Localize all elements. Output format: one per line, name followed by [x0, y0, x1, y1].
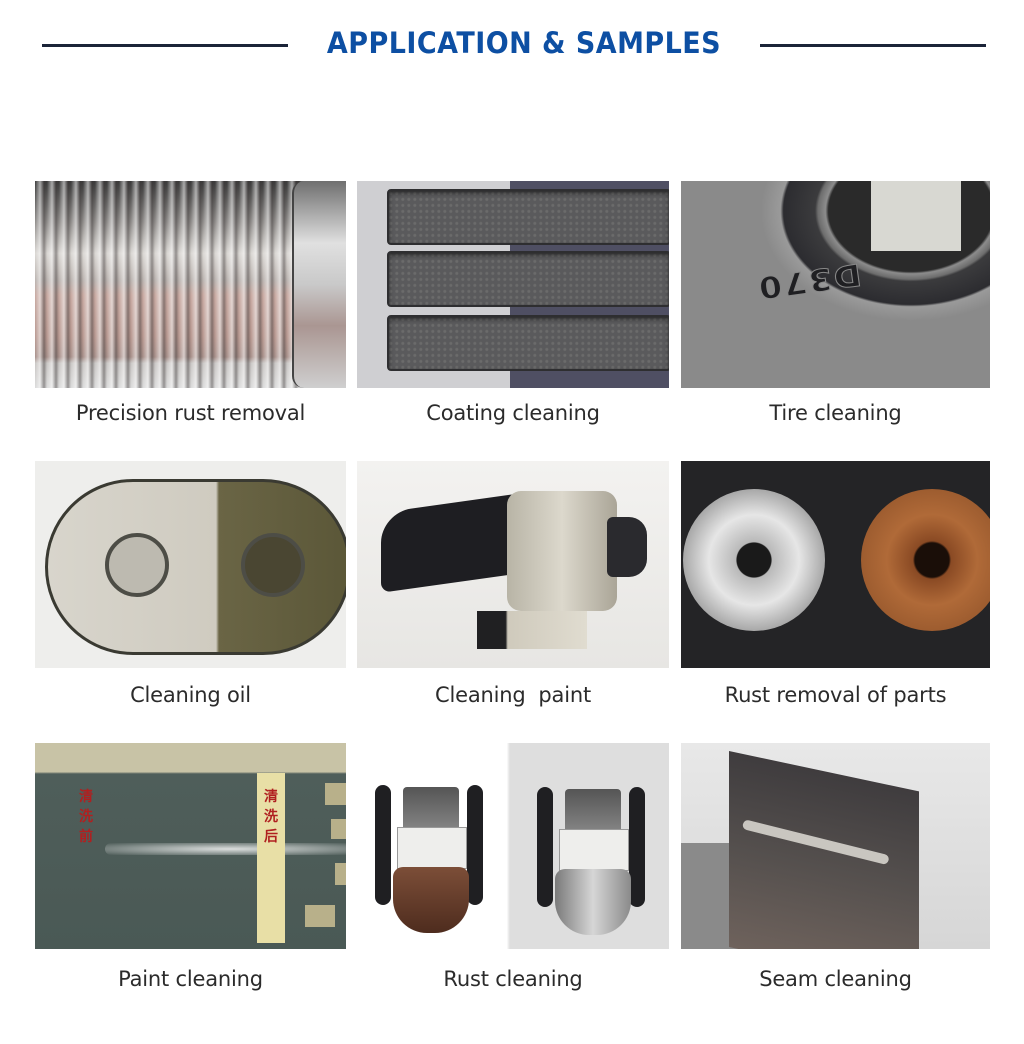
sample-card-precision-rust-removal: Precision rust removal [35, 181, 346, 441]
sample-photo [357, 743, 669, 949]
section-title: APPLICATION & SAMPLES [326, 26, 722, 60]
after-cleaning-label: 清洗后 [264, 789, 278, 845]
sample-card-tire-cleaning: D370 Tire cleaning [681, 181, 990, 441]
sample-card-paint-cleaning: 清洗前 清洗后 Paint cleaning [35, 743, 346, 1003]
sample-caption: Cleaning paint [435, 683, 591, 707]
sample-card-coating-cleaning: Coating cleaning [357, 181, 669, 441]
section-header: APPLICATION & SAMPLES [0, 22, 1024, 68]
sample-photo [681, 743, 990, 949]
sample-card-rust-cleaning: Rust cleaning [357, 743, 669, 1003]
sample-card-cleaning-oil: Cleaning oil [35, 461, 346, 721]
sample-caption: Precision rust removal [75, 401, 306, 425]
sample-photo: 清洗前 清洗后 [35, 743, 346, 949]
sample-caption: Tire cleaning [769, 401, 902, 425]
sample-caption: Rust removal of parts [724, 683, 947, 707]
sample-photo [35, 461, 346, 668]
sample-photo [35, 181, 346, 388]
sample-photo [357, 461, 669, 668]
before-cleaning-label: 清洗前 [79, 789, 93, 845]
sample-photo: D370 [681, 181, 990, 388]
sample-card-cleaning-paint: Cleaning paint [357, 461, 669, 721]
header-rule-left [42, 44, 288, 47]
header-rule-right [760, 44, 986, 47]
sample-photo [357, 181, 669, 388]
tire-embossed-text: D370 [754, 255, 864, 306]
sample-caption: Rust cleaning [443, 967, 583, 991]
sample-caption: Seam cleaning [759, 967, 912, 991]
sample-card-seam-cleaning: Seam cleaning [681, 743, 990, 1003]
sample-caption: Paint cleaning [118, 967, 263, 991]
sample-caption: Cleaning oil [130, 683, 251, 707]
sample-caption: Coating cleaning [426, 401, 600, 425]
sample-card-rust-removal-of-parts: Rust removal of parts [681, 461, 990, 721]
sample-photo [681, 461, 990, 668]
